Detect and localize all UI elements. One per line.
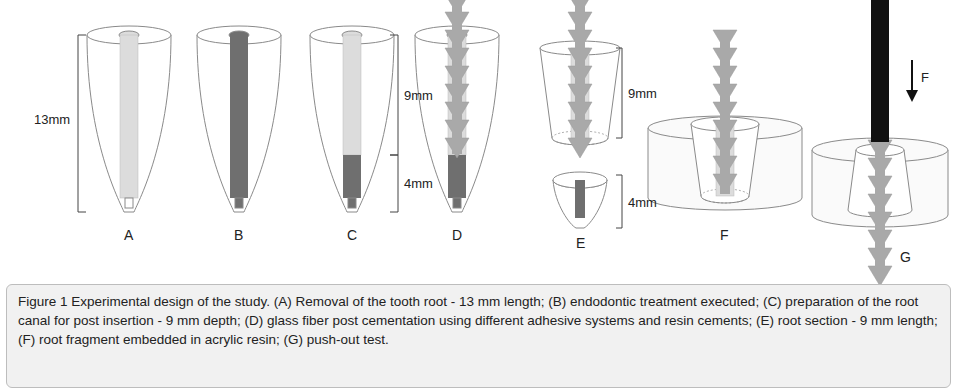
force-arrow xyxy=(911,60,913,92)
dimension-tick xyxy=(616,138,622,139)
dimension-label: 9mm xyxy=(404,88,433,103)
dimension-tick xyxy=(390,212,398,213)
dimension-label: 13mm xyxy=(34,112,70,127)
apical-section xyxy=(553,180,607,228)
dimension-tick xyxy=(616,228,622,229)
dimension-line xyxy=(622,175,623,228)
dimension-line xyxy=(398,155,399,212)
fiber-post-core xyxy=(452,0,462,154)
root-filling xyxy=(448,155,466,198)
fiber-post-core xyxy=(575,0,585,144)
dimension-line xyxy=(398,35,399,155)
dimension-line xyxy=(78,35,79,212)
dimension-tick xyxy=(390,35,398,36)
figure-caption: Figure 1 Experimental design of the stud… xyxy=(18,292,938,349)
panel-letter: D xyxy=(452,228,462,243)
root-filling xyxy=(343,155,361,198)
root-outline xyxy=(87,35,171,212)
dimension-tick xyxy=(390,155,398,156)
force-arrowhead xyxy=(906,90,918,102)
canal xyxy=(120,35,138,198)
dimension-label: 9mm xyxy=(628,86,657,101)
panel-letter: F xyxy=(720,228,729,243)
root-outline xyxy=(310,35,394,212)
dimension-label: 4mm xyxy=(628,195,657,210)
apex xyxy=(348,198,356,208)
panel-letter: G xyxy=(900,250,911,265)
panel-letter: C xyxy=(347,228,357,243)
dimension-tick xyxy=(78,35,86,36)
dimension-tick xyxy=(78,212,86,213)
force-label: F xyxy=(921,70,929,85)
plunger xyxy=(871,0,889,142)
apex xyxy=(125,198,133,208)
apex xyxy=(235,198,243,208)
panel-letter: E xyxy=(576,236,585,251)
panel-letter: A xyxy=(124,228,133,243)
panel-letter: B xyxy=(234,228,243,243)
root-outline xyxy=(197,35,281,212)
root-filling xyxy=(575,180,585,218)
fiber-post-core xyxy=(875,140,885,276)
canal xyxy=(343,35,361,155)
dimension-line xyxy=(622,48,623,138)
dimension-label: 4mm xyxy=(404,176,433,191)
dimension-tick xyxy=(390,155,398,156)
dimension-tick xyxy=(616,48,622,49)
fiber-post-core xyxy=(720,30,730,194)
filled-canal xyxy=(230,35,248,198)
dimension-tick xyxy=(616,175,622,176)
apex xyxy=(453,198,461,208)
